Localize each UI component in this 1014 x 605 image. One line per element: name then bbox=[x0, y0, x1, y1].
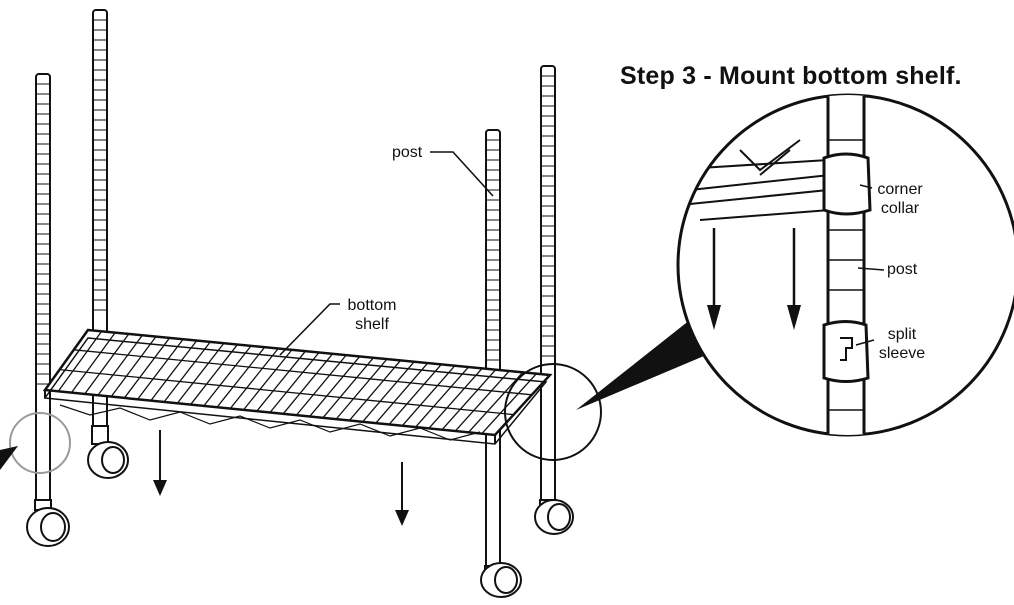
down-arrow-icon bbox=[707, 228, 721, 330]
shelf-cross-wire bbox=[73, 349, 532, 396]
shelf-wire bbox=[269, 352, 320, 413]
shelf-wire bbox=[84, 333, 130, 395]
shelf-wire bbox=[176, 342, 225, 404]
shelf-wire bbox=[110, 336, 157, 398]
shelf-wire bbox=[454, 370, 510, 432]
shelf-wire bbox=[428, 367, 483, 429]
shelf-wire bbox=[468, 371, 524, 433]
detail-highlight-left bbox=[9, 412, 71, 474]
split-sleeve-label-line2: sleeve bbox=[878, 345, 926, 362]
down-arrow-icon bbox=[153, 430, 167, 496]
bottom-shelf-label-line1: bottom bbox=[347, 297, 397, 314]
caster-wheel-icon bbox=[534, 499, 574, 535]
post-back-left bbox=[92, 9, 108, 431]
callout-wedge bbox=[576, 312, 730, 410]
down-arrow-icon bbox=[787, 228, 801, 330]
split-sleeve-label-line1: split bbox=[887, 326, 917, 343]
shelf-wire bbox=[309, 356, 361, 417]
post-front-right bbox=[485, 129, 501, 571]
corner-collar-label-line1: corner bbox=[877, 181, 923, 198]
detail-view bbox=[676, 93, 1014, 437]
shelf-wire bbox=[282, 353, 334, 415]
corner-collar-label: corner collar bbox=[872, 180, 928, 218]
shelf-wire bbox=[322, 357, 374, 419]
shelf-wire bbox=[441, 369, 497, 431]
post-front-left bbox=[35, 73, 51, 505]
bottom-shelf-label-line2: shelf bbox=[355, 316, 389, 333]
shelf-wire bbox=[137, 338, 184, 400]
step-title: Step 3 - Mount bottom shelf. bbox=[620, 62, 962, 90]
detail-highlight-right bbox=[504, 363, 602, 461]
shelf-wire bbox=[190, 344, 238, 405]
bottom-shelf bbox=[42, 328, 553, 445]
shelf-wire bbox=[415, 366, 469, 428]
shelf-wire bbox=[229, 348, 279, 409]
shelf-wire bbox=[203, 345, 252, 407]
shelf-wire bbox=[70, 332, 116, 394]
shelf-wire bbox=[163, 341, 211, 403]
post-detail-label: post bbox=[887, 261, 918, 278]
corner-collar-label-line2: collar bbox=[880, 200, 920, 217]
post-label: post bbox=[392, 144, 423, 161]
shelf-wire bbox=[123, 337, 171, 399]
shelf-wire bbox=[256, 350, 306, 412]
down-arrow-icon bbox=[395, 462, 409, 526]
shelf-wire bbox=[348, 360, 402, 421]
shelf-wire bbox=[362, 361, 415, 423]
caster-wheel-icon bbox=[480, 562, 522, 598]
shelf-wire bbox=[216, 346, 266, 408]
shelf-wire bbox=[375, 362, 429, 424]
shelf-wire bbox=[401, 365, 456, 427]
shelf-wire bbox=[295, 354, 347, 416]
caster-wheel-icon bbox=[26, 499, 70, 547]
leader-lines bbox=[279, 151, 885, 356]
shelf-wire bbox=[57, 330, 103, 392]
shelf-wire bbox=[481, 373, 537, 435]
shelf-wire bbox=[335, 358, 388, 420]
split-sleeve-label: split sleeve bbox=[872, 325, 932, 363]
bottom-shelf-label: bottom shelf bbox=[340, 296, 404, 334]
shelf-wire bbox=[243, 349, 293, 411]
shelf-cross-wire bbox=[59, 368, 514, 416]
shelf-wire bbox=[388, 363, 442, 425]
casters bbox=[26, 425, 574, 598]
post-back-right bbox=[540, 65, 556, 507]
posts bbox=[35, 9, 556, 571]
shelf-wire bbox=[150, 340, 198, 401]
pointer-wedge-left bbox=[0, 446, 18, 470]
shelf-wire bbox=[97, 334, 143, 396]
caster-wheel-icon bbox=[87, 425, 129, 479]
